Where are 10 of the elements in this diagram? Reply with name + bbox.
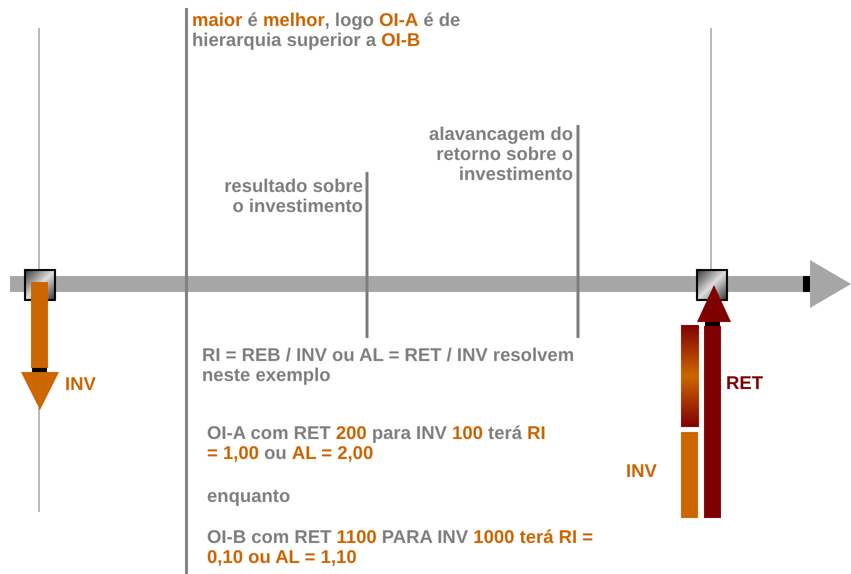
- formula-text: RI = REB / INV ou AL = RET / INV resolvem neste exemplo: [202, 345, 576, 385]
- example-text: OI-A com RET 200 para INV 100 terá RI = 1,00 ou AL = 2,00: [207, 423, 547, 463]
- example-text: OI-B com RET 1100 PARA INV 1000 terá RI = 0,10 ou AL = 1,10: [207, 527, 594, 567]
- flow-label: RET: [726, 373, 764, 393]
- bracket-label: resultado sobre o investimento: [223, 176, 363, 216]
- bracket-label: alavancagem do retorno sobre o investimento: [428, 124, 573, 184]
- note-text: maior é melhor, logo OI-A é de hierarquia superior a OI-B: [192, 10, 462, 50]
- flow-label: INV: [626, 461, 658, 481]
- note-text: enquanto: [207, 486, 292, 506]
- flow-label: INV: [65, 374, 97, 394]
